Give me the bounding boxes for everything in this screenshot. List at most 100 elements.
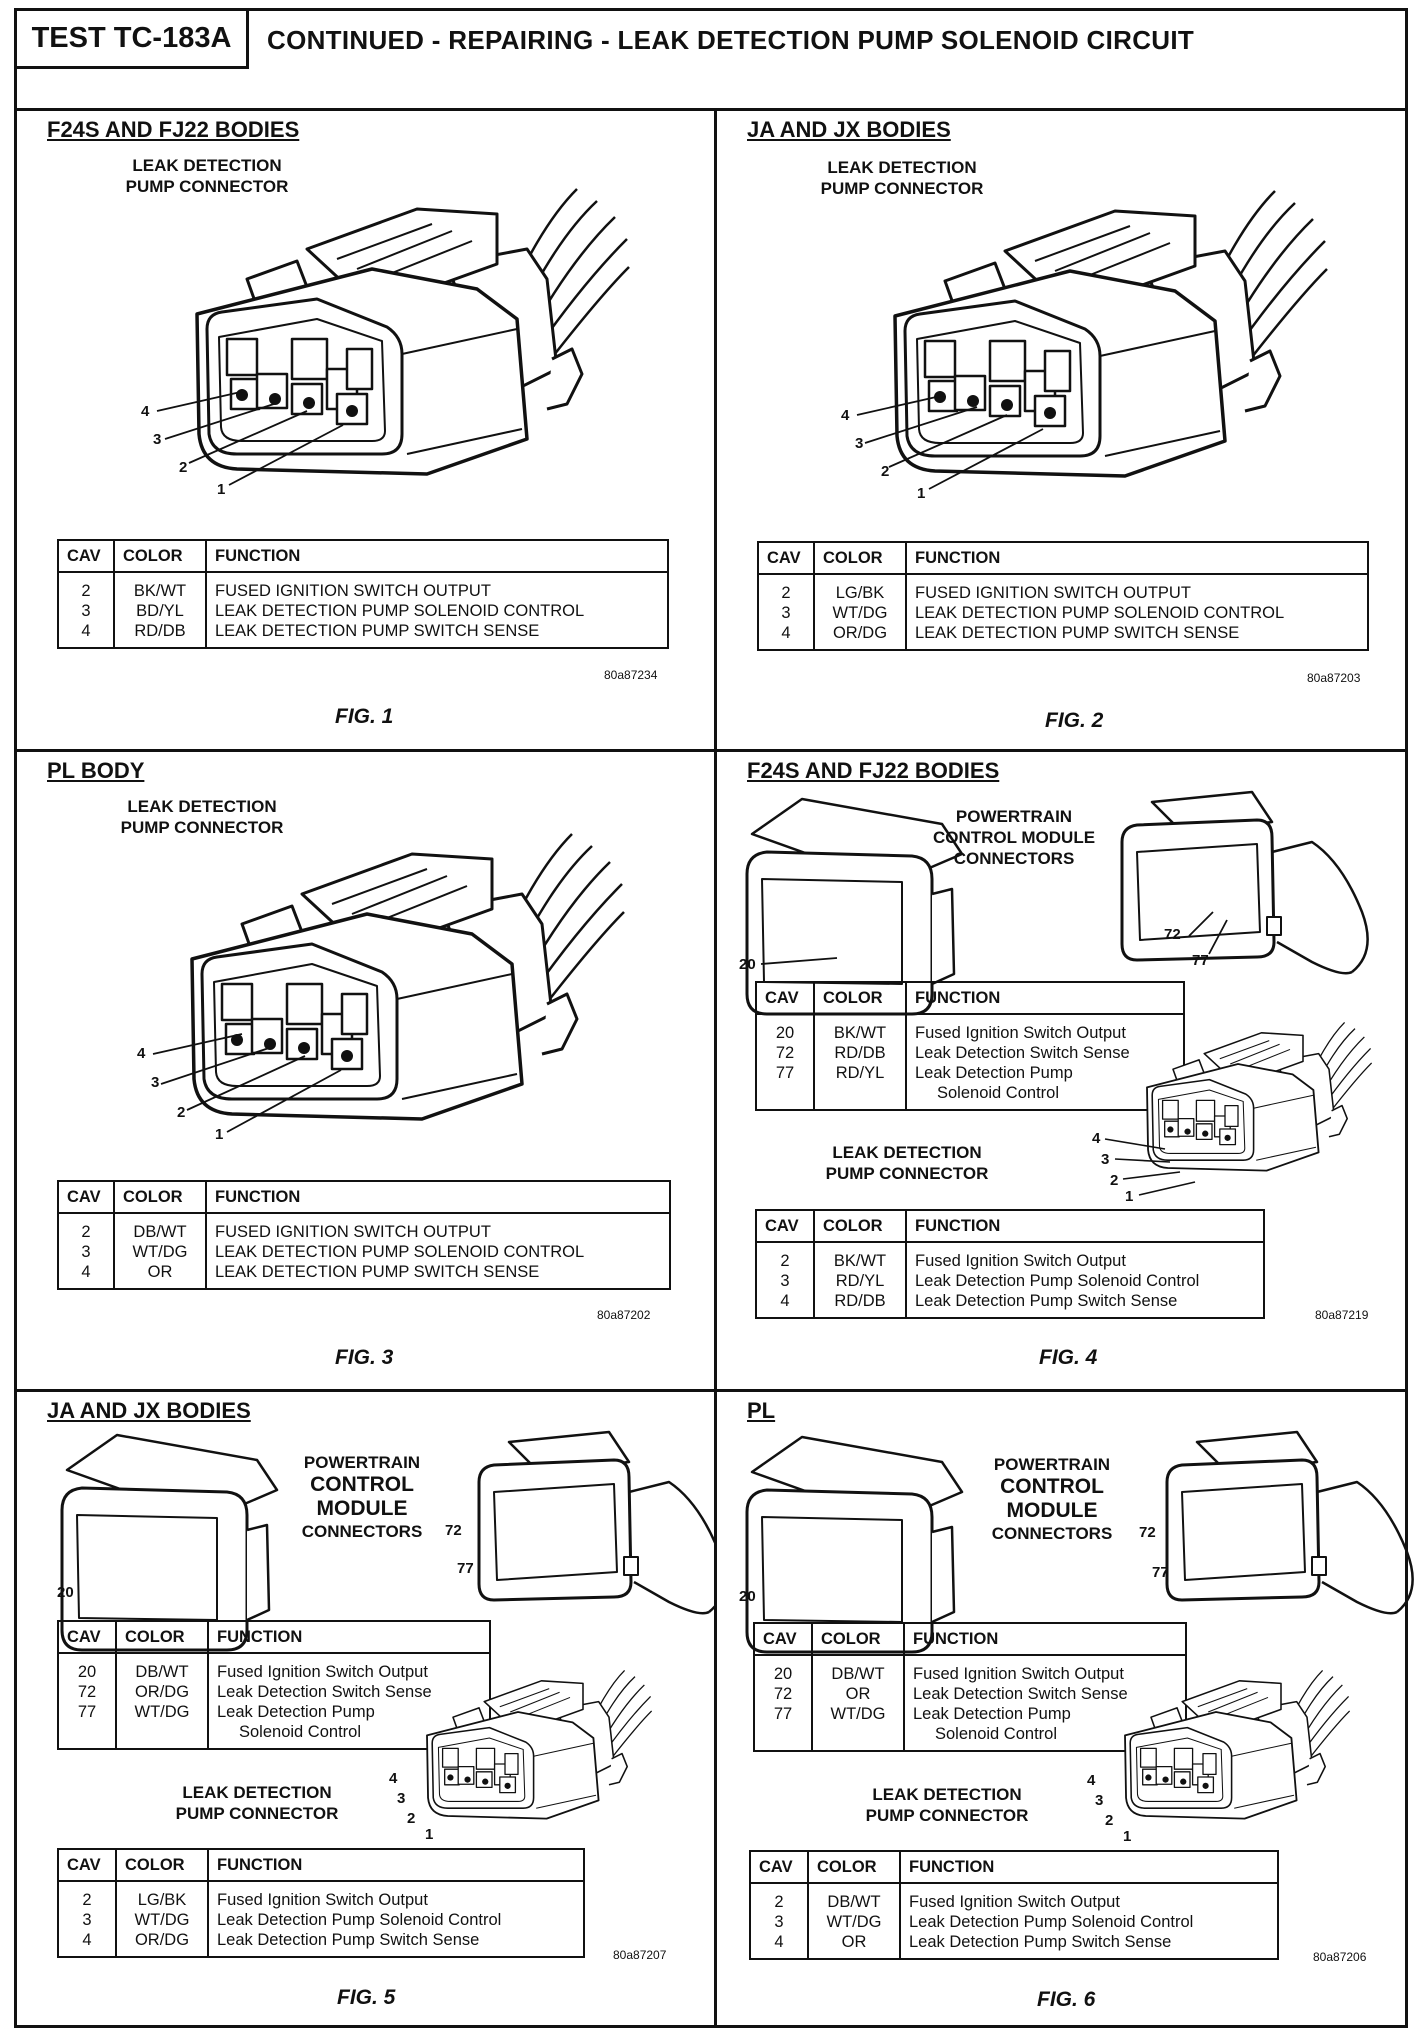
column-divider [714, 108, 717, 2028]
figure-caption: FIG. 5 [337, 1986, 396, 2009]
pin-callout-lines [1104, 1138, 1196, 1196]
panel-title: JA AND JX BODIES [747, 117, 951, 142]
pin-label-1: 1 [217, 481, 226, 498]
pin-callout-lines [152, 1033, 342, 1133]
pin-callout-lines [156, 390, 344, 486]
pin-label-2: 2 [1105, 1812, 1114, 1829]
pin-label-72: 72 [1139, 1524, 1156, 1541]
pin-label-4: 4 [1087, 1772, 1096, 1789]
ldp-title: LEAK DETECTION PUMP CONNECTOR [865, 1785, 1029, 1825]
pin-label-2: 2 [1110, 1172, 1119, 1189]
table-row: Solenoid Control [57, 1722, 490, 1749]
pcm-title: POWERTRAIN CONTROL MODULE CONNECTORS [301, 1453, 423, 1541]
pin-label-3: 3 [397, 1790, 406, 1807]
leak-detection-pump-connector-drawing [1124, 1669, 1351, 1820]
panel-fig-1: F24S AND FJ22 BODIES LEAK DETECTION PUMP… [17, 111, 714, 751]
row-divider-2 [17, 1389, 1405, 1392]
leak-detection-pump-connector-drawing [190, 832, 626, 1121]
panel-title: F24S AND FJ22 BODIES [747, 758, 1000, 783]
leak-detection-pump-connector-drawing [195, 187, 631, 476]
leak-detection-pump-connector-drawing [893, 189, 1329, 478]
panel-title: JA AND JX BODIES [47, 1398, 251, 1423]
panel-title: PL [747, 1398, 776, 1423]
document-page: TEST TC-183A CONTINUED - REPAIRING - LEA… [14, 8, 1414, 2028]
pin-label-3: 3 [1095, 1792, 1104, 1809]
pin-label-20: 20 [739, 956, 756, 973]
connector-title: LEAK DETECTION PUMP CONNECTOR [820, 158, 984, 198]
pin-label-4: 4 [1092, 1130, 1101, 1147]
pin-label-4: 4 [389, 1770, 398, 1787]
figure-code: 80a87207 [613, 1948, 667, 1962]
page-header: TEST TC-183A CONTINUED - REPAIRING - LEA… [17, 11, 1405, 111]
pin-label-2: 2 [179, 459, 188, 476]
pin-label-77: 77 [1152, 1564, 1169, 1581]
ldp-title: LEAK DETECTION PUMP CONNECTOR [175, 1783, 339, 1823]
pin-label-20: 20 [739, 1588, 756, 1605]
panel-title: PL BODY [47, 758, 145, 783]
connector-title: LEAK DETECTION PUMP CONNECTOR [120, 797, 284, 837]
pin-label-4: 4 [137, 1045, 146, 1062]
test-id-box: TEST TC-183A [17, 11, 249, 69]
panel-fig-5: JA AND JX BODIES POWERTRAIN CONTROL MODU… [17, 1392, 714, 2032]
figure-code: 80a87219 [1315, 1308, 1369, 1322]
pin-label-4: 4 [141, 403, 150, 420]
figure-code: 80a87234 [604, 668, 658, 682]
pin-label-72: 72 [1164, 926, 1181, 943]
pin-label-72: 72 [445, 1522, 462, 1539]
figure-caption: FIG. 2 [1045, 709, 1104, 732]
figure-caption: FIG. 3 [335, 1346, 394, 1369]
pin-label-20: 20 [57, 1584, 74, 1601]
figure-code: 80a87206 [1313, 1950, 1367, 1964]
pin-label-4: 4 [841, 407, 850, 424]
pin-label-3: 3 [1101, 1151, 1110, 1168]
pin-label-2: 2 [177, 1104, 186, 1121]
pin-label-2: 2 [881, 463, 890, 480]
pcm-connector-right-drawing [1165, 1430, 1414, 1615]
pin-label-3: 3 [153, 431, 162, 448]
pin-label-2: 2 [407, 1810, 416, 1827]
panel-fig-6: PL POWERTRAIN CONTROL MODULE CONNECTORS … [717, 1392, 1414, 2032]
figure-code: 80a87203 [1307, 671, 1361, 685]
ldp-title: LEAK DETECTION PUMP CONNECTOR [825, 1143, 989, 1183]
pcm-connector-right-drawing [477, 1430, 714, 1615]
pin-label-1: 1 [425, 1826, 434, 1843]
pin-label-1: 1 [1125, 1188, 1134, 1205]
leak-detection-pump-connector-drawing [426, 1669, 653, 1820]
figure-code: 80a87202 [597, 1308, 651, 1322]
table-row: Solenoid Control [755, 1083, 1184, 1110]
figure-caption: FIG. 1 [335, 705, 394, 728]
panel-fig-2: JA AND JX BODIES LEAK DETECTION PUMP CON… [717, 111, 1414, 751]
panel-title: F24S AND FJ22 BODIES [47, 117, 300, 142]
pin-callout-lines [856, 394, 1044, 490]
pcm-title: POWERTRAIN CONTROL MODULE CONNECTORS [932, 807, 1096, 868]
